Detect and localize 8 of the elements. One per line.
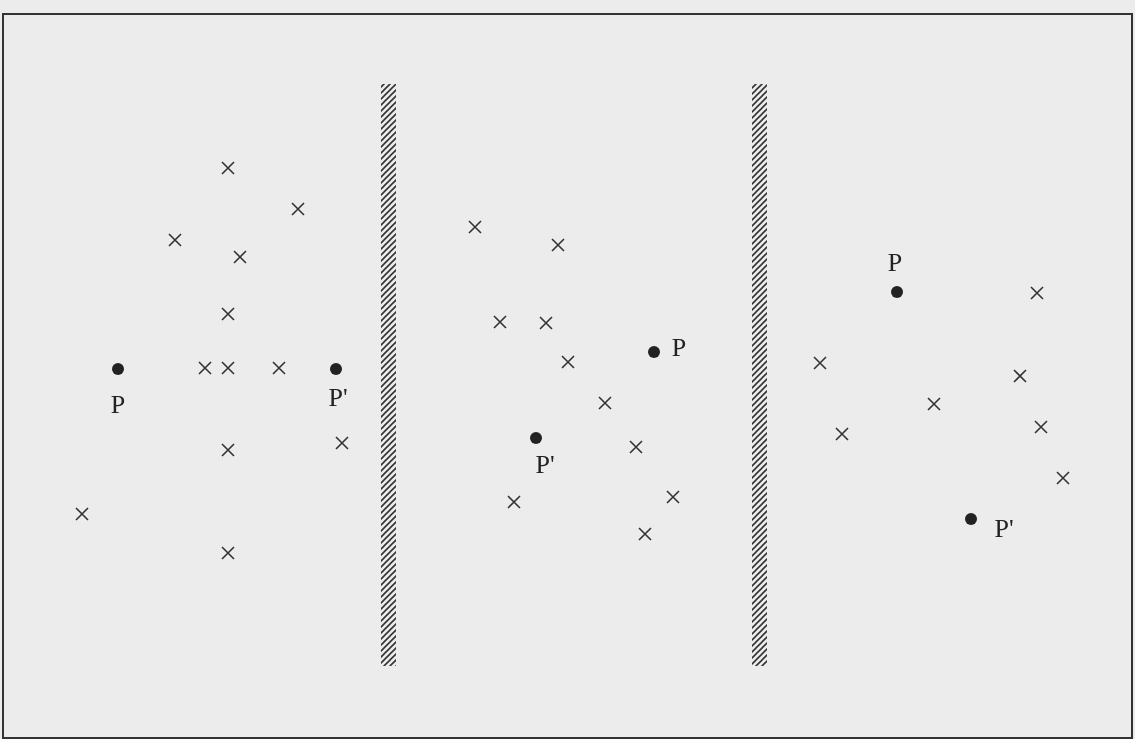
point-label: P'	[535, 452, 555, 478]
point-label: P'	[994, 516, 1014, 542]
point-label: P	[110, 392, 126, 418]
hatched-wall	[381, 84, 396, 666]
point-label: P'	[328, 385, 348, 411]
point-label: P	[887, 250, 903, 276]
hatched-wall	[752, 84, 767, 666]
point-label: P	[671, 335, 687, 361]
